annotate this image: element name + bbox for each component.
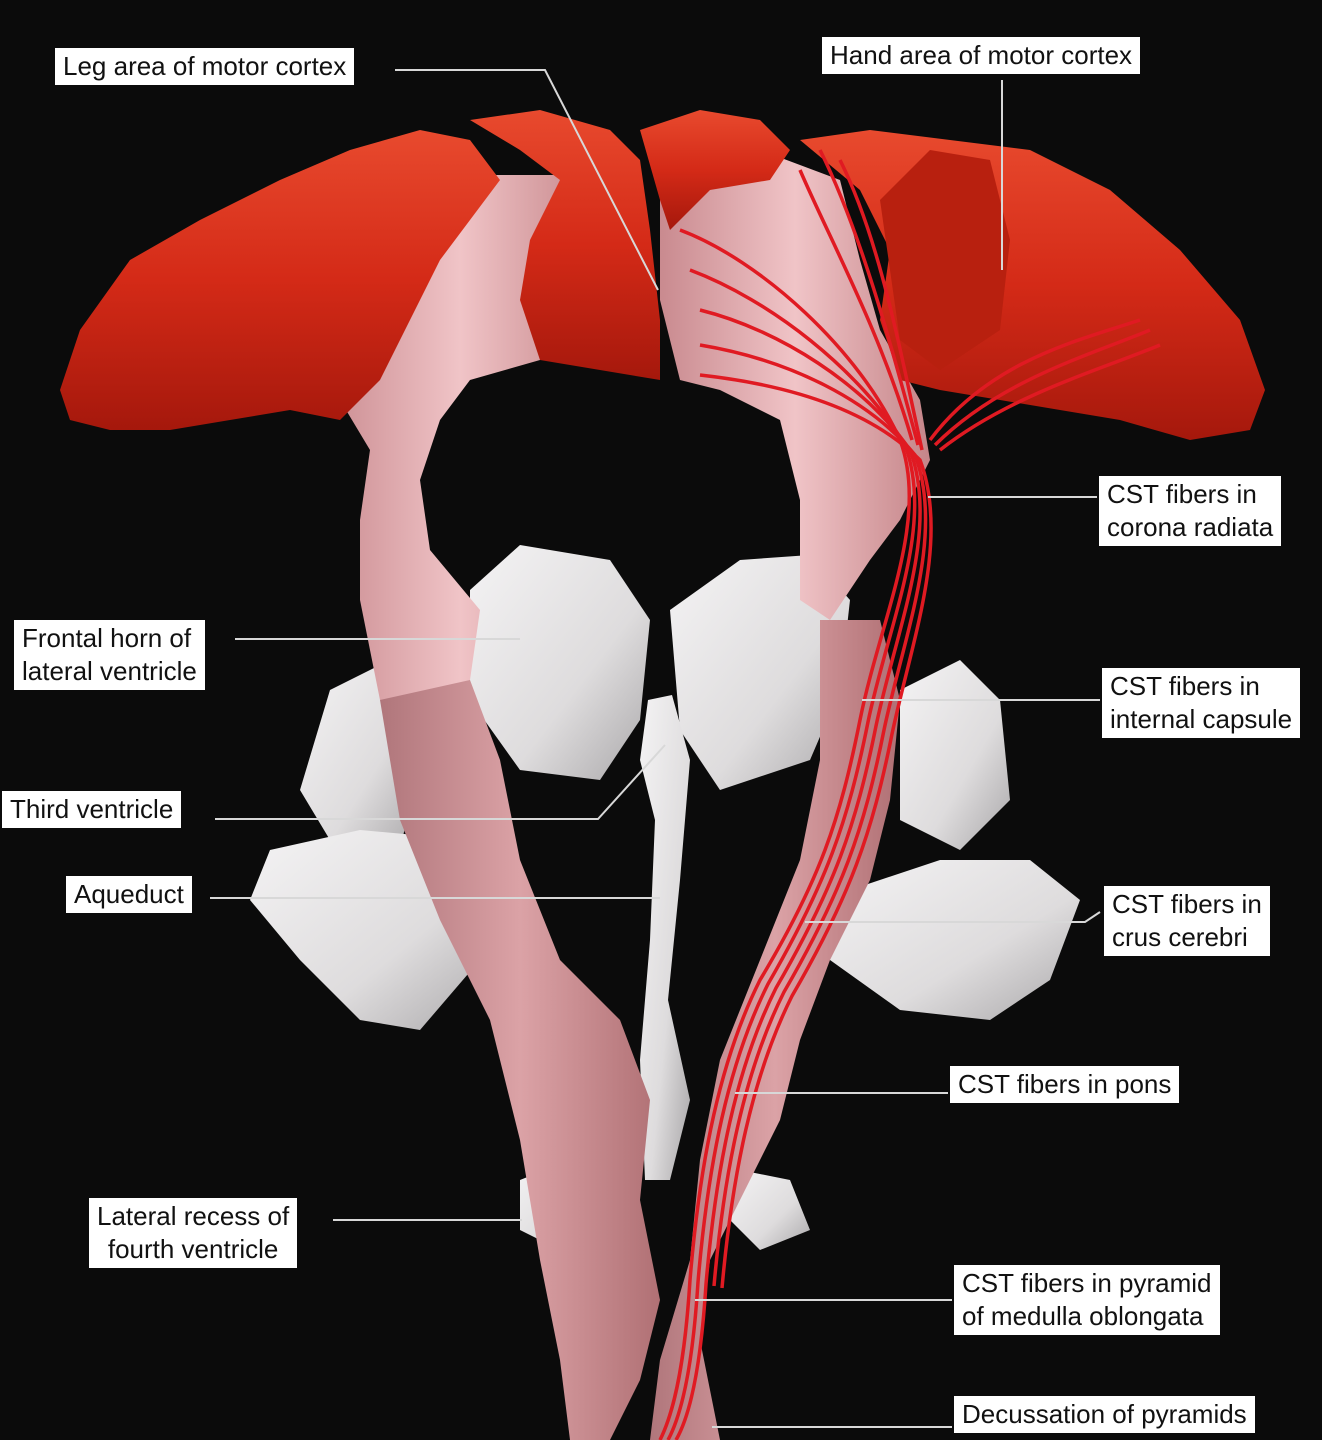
label-third-ventricle: Third ventricle xyxy=(2,791,181,828)
label-hand-area: Hand area of motor cortex xyxy=(822,37,1140,74)
label-leg-area: Leg area of motor cortex xyxy=(55,48,354,85)
label-frontal-horn: Frontal horn of lateral ventricle xyxy=(14,620,205,690)
label-corona-radiata: CST fibers in corona radiata xyxy=(1099,476,1281,546)
label-pons: CST fibers in pons xyxy=(950,1066,1179,1103)
label-decussation: Decussation of pyramids xyxy=(954,1396,1255,1433)
label-lateral-recess: Lateral recess of fourth ventricle xyxy=(89,1198,297,1268)
label-aqueduct: Aqueduct xyxy=(66,876,192,913)
label-internal-capsule: CST fibers in internal capsule xyxy=(1102,668,1300,738)
label-pyramid: CST fibers in pyramid of medulla oblonga… xyxy=(954,1265,1220,1335)
label-crus-cerebri: CST fibers in crus cerebri xyxy=(1104,886,1270,956)
